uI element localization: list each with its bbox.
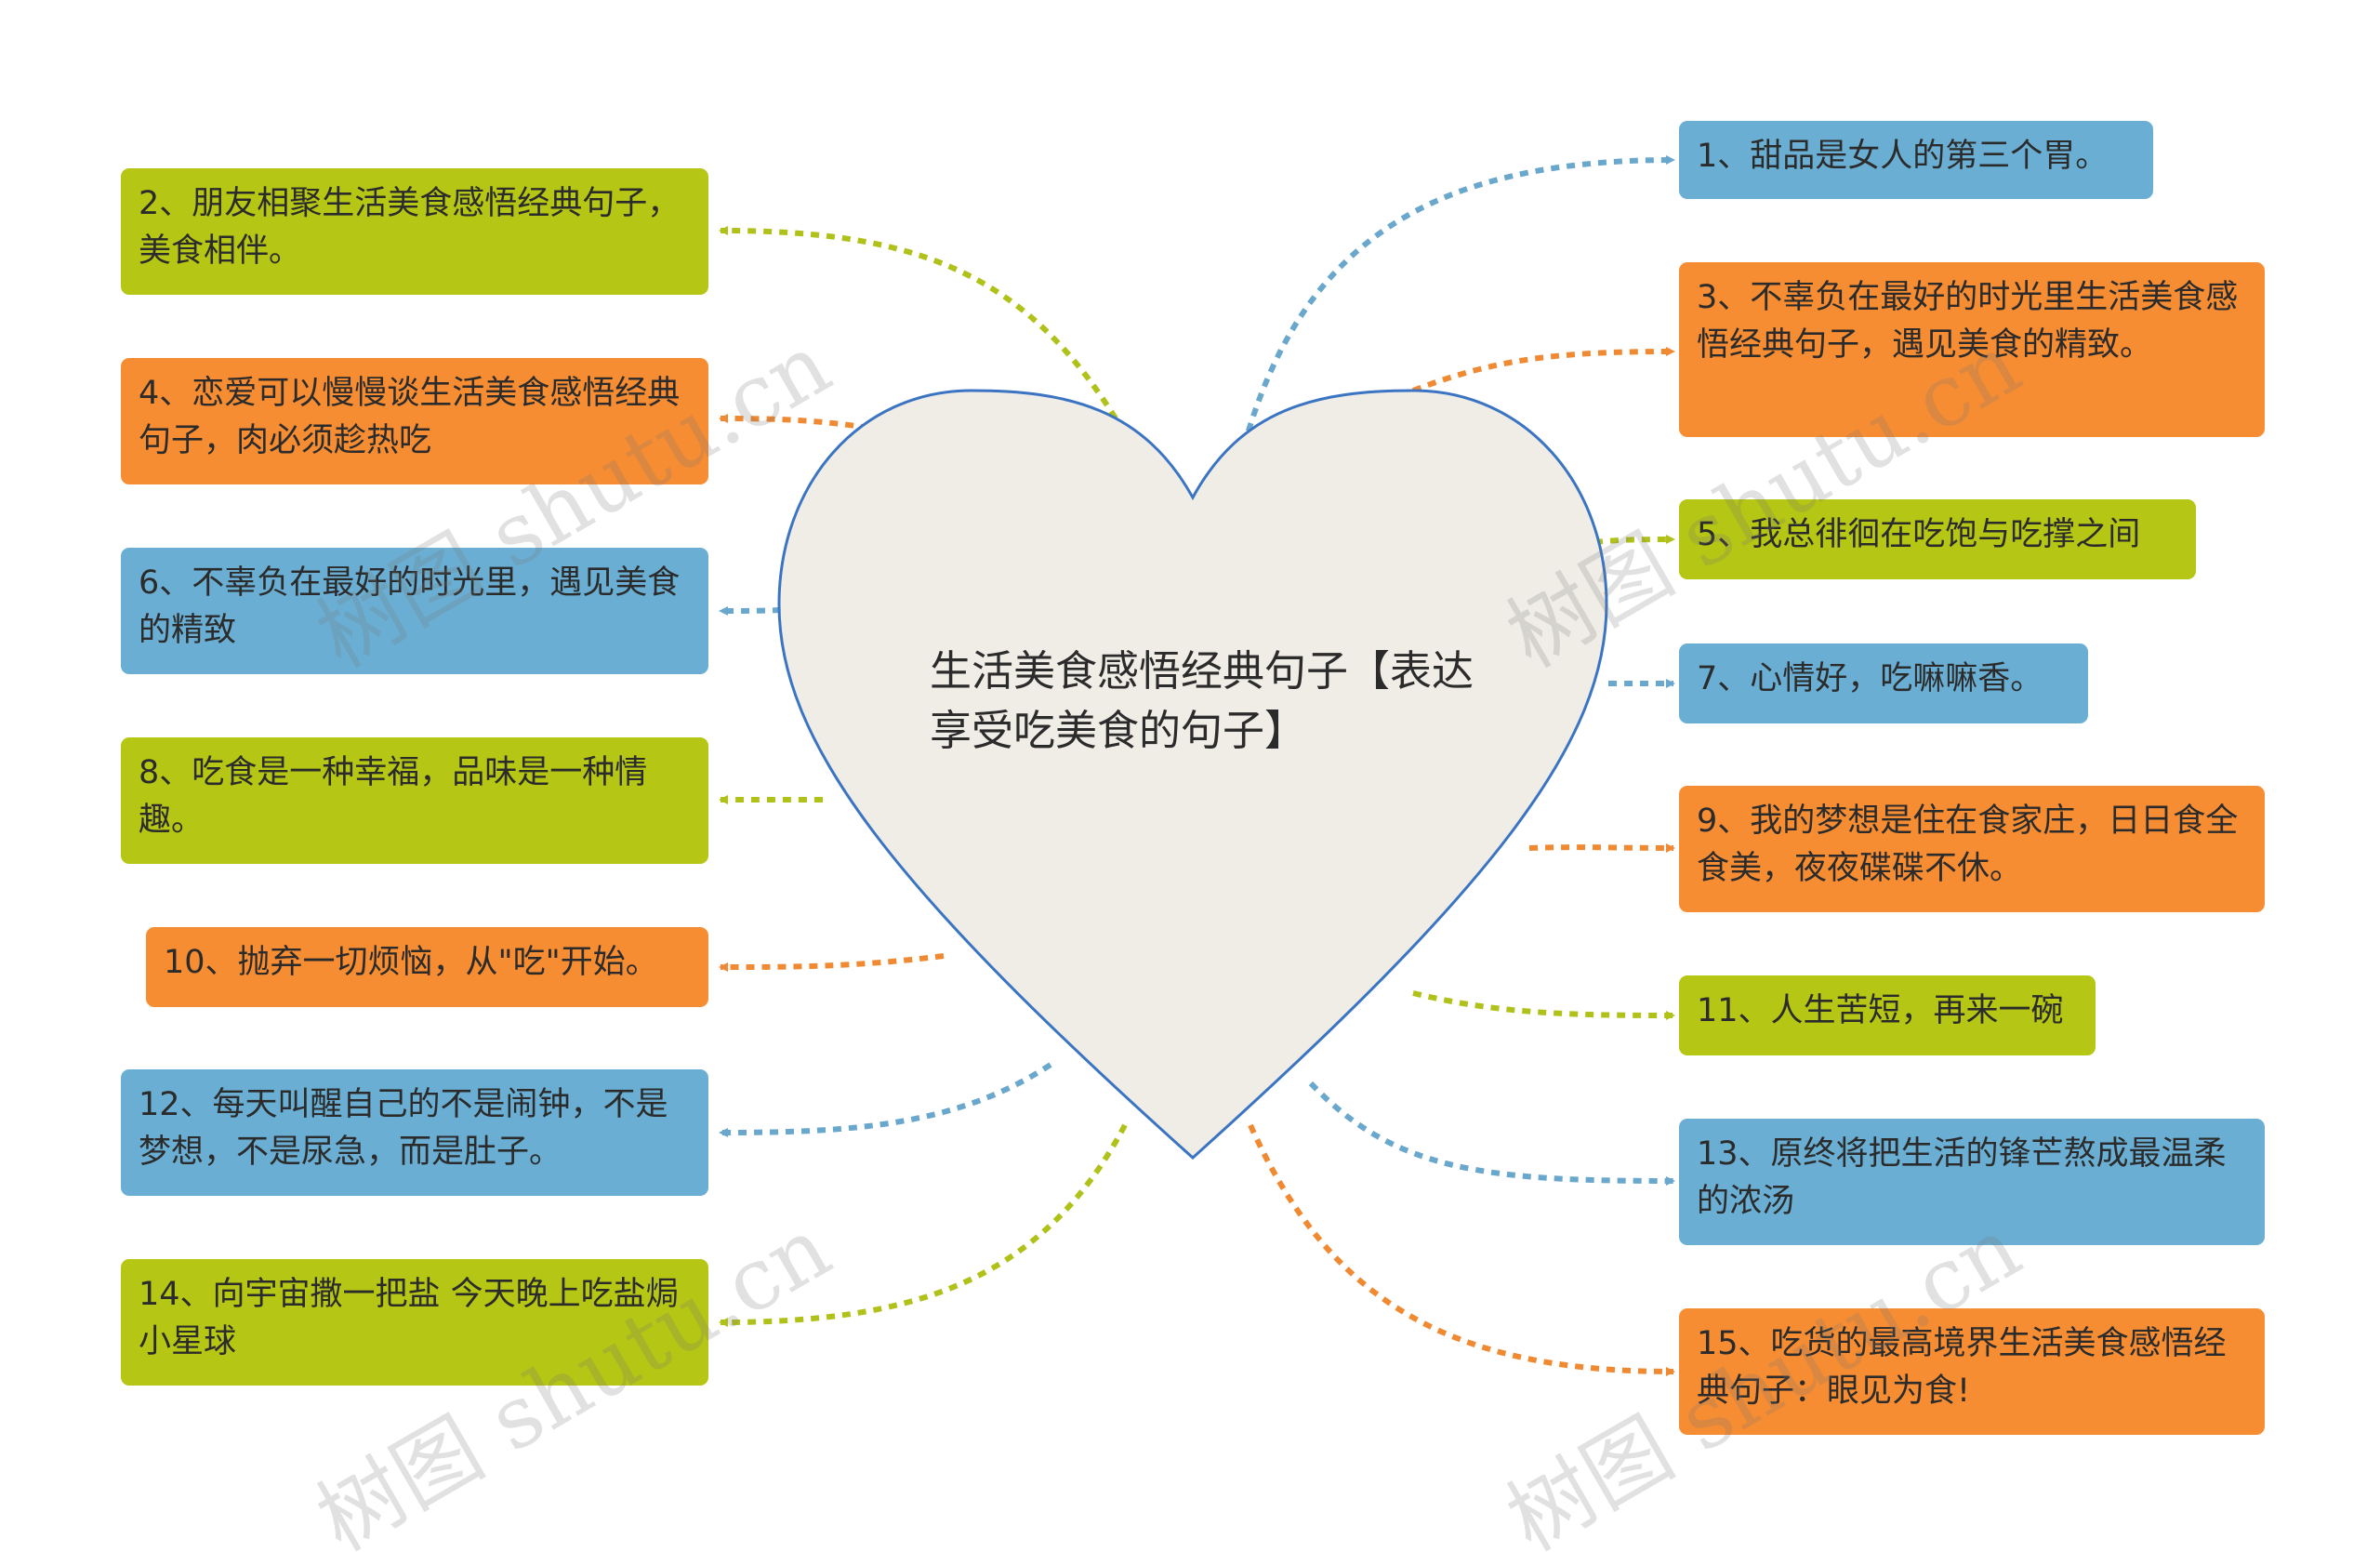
topic-node-4[interactable]: 4、恋爱可以慢慢谈生活美食感悟经典句子，肉必须趁热吃 [121, 358, 708, 484]
connector-n6 [719, 605, 782, 616]
connector-n13 [1308, 1081, 1675, 1186]
connector-n9 [1528, 842, 1675, 853]
topic-node-6[interactable]: 6、不辜负在最好的时光里，遇见美食的精致 [121, 548, 708, 674]
topic-node-11[interactable]: 11、人生苦短，再来一碗 [1679, 975, 2096, 1055]
connector-n4 [719, 414, 870, 431]
connector-n11 [1412, 990, 1675, 1020]
connector-n10 [719, 953, 945, 972]
connector-n5 [1593, 535, 1675, 545]
connector-n15 [1248, 1123, 1675, 1376]
topic-node-5[interactable]: 5、我总徘徊在吃饱与吃撑之间 [1679, 499, 2196, 579]
topic-node-2[interactable]: 2、朋友相聚生活美食感悟经典句子，美食相伴。 [121, 168, 708, 295]
topic-node-15[interactable]: 15、吃货的最高境界生活美食感悟经典句子：眼见为食! [1679, 1308, 2265, 1435]
topic-node-14[interactable]: 14、向宇宙撒一把盐 今天晚上吃盐焗小星球 [121, 1259, 708, 1386]
connector-n2 [719, 226, 1118, 420]
topic-node-7[interactable]: 7、心情好，吃嘛嘛香。 [1679, 643, 2088, 723]
topic-node-9[interactable]: 9、我的梦想是住在食家庄，日日食全食美，夜夜碟碟不休。 [1679, 786, 2265, 912]
topic-node-3[interactable]: 3、不辜负在最好的时光里生活美食感悟经典句子，遇见美食的精致。 [1679, 262, 2265, 437]
topic-node-1[interactable]: 1、甜品是女人的第三个胃。 [1679, 121, 2153, 199]
connector-n1 [1241, 155, 1675, 447]
topic-node-8[interactable]: 8、吃食是一种幸福，品味是一种情趣。 [121, 737, 708, 864]
connector-n14 [719, 1123, 1128, 1327]
connector-n12 [719, 1062, 1052, 1137]
topic-node-10[interactable]: 10、抛弃一切烦恼，从"吃"开始。 [146, 927, 708, 1007]
center-heart-shape [777, 389, 1608, 1161]
topic-node-13[interactable]: 13、原终将把生活的锋芒熬成最温柔的浓汤 [1679, 1119, 2265, 1245]
topic-node-12[interactable]: 12、每天叫醒自己的不是闹钟，不是梦想，不是尿急，而是肚子。 [121, 1069, 708, 1196]
connector-n3 [1411, 347, 1675, 393]
center-topic-title[interactable]: 生活美食感悟经典句子【表达享受吃美食的句子】 [930, 646, 1474, 755]
